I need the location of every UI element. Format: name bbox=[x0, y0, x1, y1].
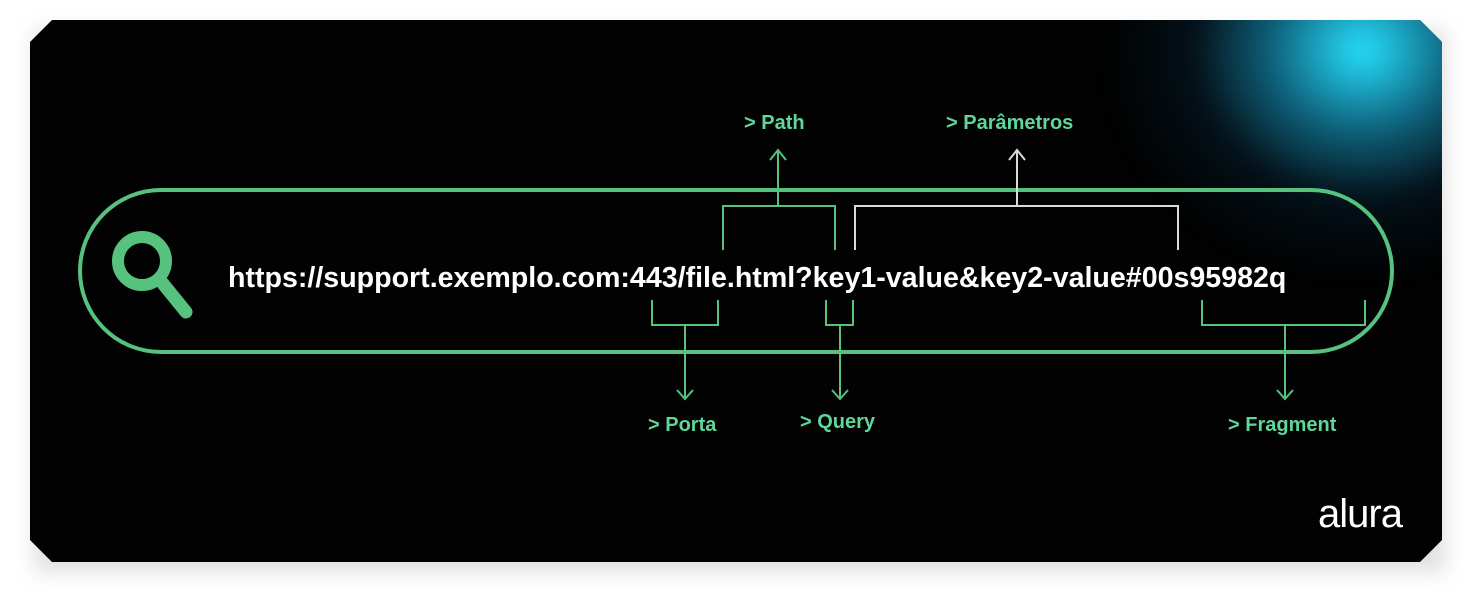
porta-bracket bbox=[651, 300, 719, 401]
label-query: > Query bbox=[800, 411, 876, 433]
label-fragment: > Fragment bbox=[1228, 414, 1337, 436]
query-bracket bbox=[825, 300, 854, 401]
alura-logo: alura bbox=[1318, 492, 1403, 536]
parametros-bracket bbox=[854, 148, 1179, 250]
label-porta: > Porta bbox=[648, 414, 717, 436]
fragment-bracket bbox=[1201, 300, 1366, 401]
label-parametros: > Parâmetros bbox=[946, 112, 1074, 134]
url-text: https://support.exemplo.com:443/file.htm… bbox=[228, 262, 1287, 294]
label-path: > Path bbox=[744, 112, 805, 134]
search-icon bbox=[112, 231, 193, 319]
diagram-card bbox=[30, 20, 1442, 562]
address-bar bbox=[78, 188, 1394, 354]
path-bracket bbox=[722, 148, 836, 250]
